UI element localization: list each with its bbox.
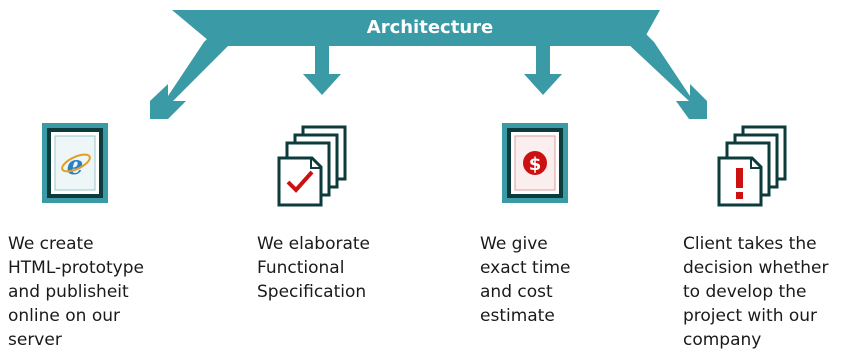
svg-text:$: $ xyxy=(529,154,542,175)
arrow-right xyxy=(626,28,707,119)
title-banner xyxy=(172,10,660,46)
step-1-icon: e xyxy=(42,123,108,203)
step-1-caption: We create HTML-prototype and publisheit … xyxy=(8,234,144,350)
dollar-icon: $ xyxy=(523,151,547,175)
exclamation-document-stack-icon xyxy=(717,125,787,207)
checkmark-document-stack-icon xyxy=(277,125,347,207)
step-3-icon: $ xyxy=(502,123,568,203)
arrow-left xyxy=(150,28,232,119)
arrow-center-right xyxy=(524,44,562,95)
arrows xyxy=(150,28,707,119)
step-2-caption: We elaborate Functional Specification xyxy=(257,234,370,302)
diagram-title: Architecture xyxy=(367,17,493,38)
step-4-caption: Client takes the decision whether to dev… xyxy=(683,234,829,350)
arrow-center-left xyxy=(303,44,341,95)
internet-explorer-icon: e xyxy=(61,151,91,181)
step-3-caption: We give exact time and cost estimate xyxy=(480,234,571,326)
